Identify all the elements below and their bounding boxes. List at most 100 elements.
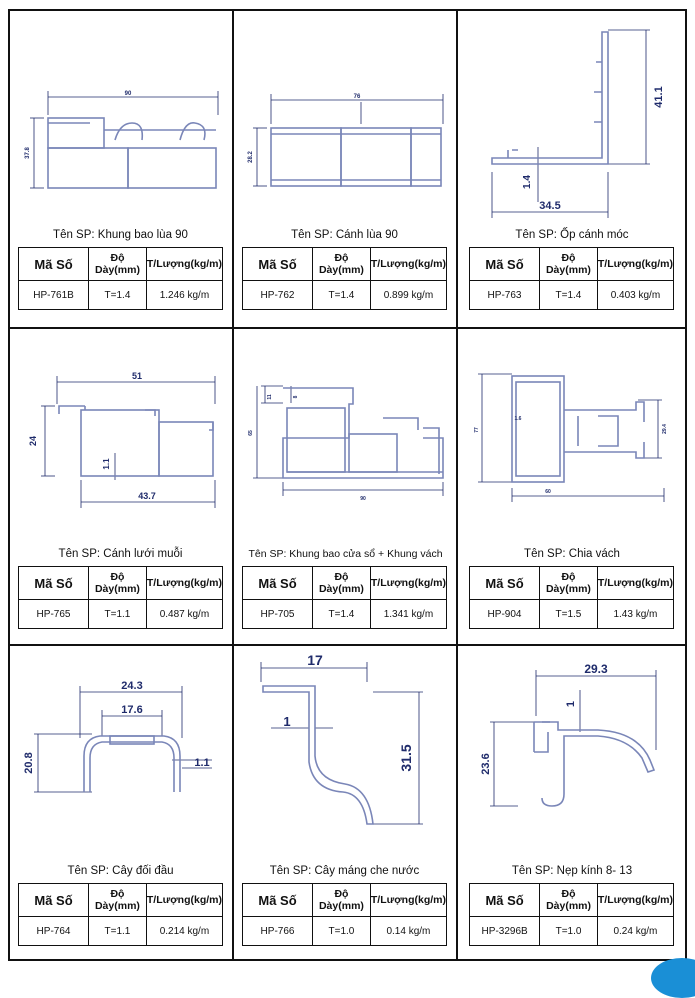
profile-drawing-hp-764: 24.3 17.6 20.8 1.1 [23,680,212,793]
header-weight: T/Lượng(kg/m) [596,883,675,917]
header-code: Mã Số [17,566,90,600]
product-code: HP-765 [17,599,90,629]
profile-drawing-hp-3296b: 29.3 1 23.6 [480,662,657,807]
header-weight: T/Lượng(kg/m) [145,883,224,917]
product-name: Tên SP: Chia vách [524,548,620,560]
header-thickness: Độ Dày(mm) [88,566,147,600]
dim-label: 65 [248,430,254,436]
product-weight: 0.14 kg/m [369,916,448,946]
product-thickness: T=1.4 [539,280,598,310]
product-thickness: T=1.4 [312,599,371,629]
grid-divider [232,9,234,961]
dim-label: 1.6 [515,416,522,422]
profile-drawing-hp-762: 76 28.2 [248,94,444,187]
dim-label: 41.1 [653,86,665,107]
dim-label: 1.1 [102,458,111,470]
header-thickness: Độ Dày(mm) [312,883,371,917]
header-weight: T/Lượng(kg/m) [596,247,675,281]
product-weight: 1.43 kg/m [596,599,675,629]
dim-label: 90 [360,496,366,502]
spec-table-hp-765: Mã Số Độ Dày(mm) T/Lượng(kg/m) HP-765 T=… [17,566,224,629]
dim-label: 1 [565,701,577,707]
profile-drawing-hp-765: 51 24 1.1 43.7 [28,371,216,508]
header-thickness: Độ Dày(mm) [312,566,371,600]
dim-label: 28.2 [248,151,254,163]
header-weight: T/Lượng(kg/m) [145,247,224,281]
spec-table-hp-764: Mã Số Độ Dày(mm) T/Lượng(kg/m) HP-764 T=… [17,883,224,946]
spec-table-hp-766: Mã Số Độ Dày(mm) T/Lượng(kg/m) HP-766 T=… [241,883,448,946]
product-weight: 0.214 kg/m [145,916,224,946]
product-code: HP-3296B [468,916,541,946]
header-weight: T/Lượng(kg/m) [369,883,448,917]
product-name: Tên SP: Cánh lưới muỗi [58,548,183,560]
dim-label: 76 [354,94,361,100]
dim-label: 90 [125,91,132,97]
product-thickness: T=1.0 [312,916,371,946]
grid-divider [456,9,458,961]
header-code: Mã Số [17,883,90,917]
catalog-grid [8,9,687,961]
product-weight: 0.24 kg/m [596,916,675,946]
dim-label: 43.7 [138,491,156,501]
header-weight: T/Lượng(kg/m) [369,566,448,600]
dim-label: 17 [307,652,323,668]
product-name: Tên SP: Ốp cánh móc [515,229,629,241]
dim-label: 24.3 [121,680,142,692]
profile-drawing-hp-904: 77 1.6 29.4 60 [474,373,668,502]
header-code: Mã Số [241,883,314,917]
header-thickness: Độ Dày(mm) [539,247,598,281]
dim-label: 24 [28,436,38,446]
product-name: Tên SP: Cây đối đầu [67,865,174,877]
header-thickness: Độ Dày(mm) [539,566,598,600]
spec-table-hp-904: Mã Số Độ Dày(mm) T/Lượng(kg/m) HP-904 T=… [468,566,675,629]
product-thickness: T=1.4 [88,280,147,310]
product-code: HP-761B [17,280,90,310]
header-weight: T/Lượng(kg/m) [369,247,448,281]
dim-label: 34.5 [539,200,560,212]
product-thickness: T=1.4 [312,280,371,310]
dim-label: 11 [267,394,273,400]
dim-label: 1 [283,714,290,729]
dim-label: 51 [132,371,142,381]
product-name: Tên SP: Cây máng che nước [269,865,420,877]
dim-label: 20.8 [23,752,35,773]
header-code: Mã Số [468,883,541,917]
profile-drawing-hp-766: 17 1 31.5 [260,652,423,825]
profile-drawing-hp-763: 41.1 1.4 34.5 [491,29,665,218]
header-thickness: Độ Dày(mm) [88,883,147,917]
dim-label: 8 [293,395,299,398]
product-code: HP-762 [241,280,314,310]
dim-label: 77 [474,427,480,433]
profile-drawing-hp-705: 11 8 65 90 [248,385,444,502]
grid-divider [8,644,687,646]
header-code: Mã Số [241,247,314,281]
dim-label: 37.8 [25,147,31,159]
product-thickness: T=1.0 [539,916,598,946]
dim-label: 31.5 [398,744,414,771]
product-weight: 1.341 kg/m [369,599,448,629]
dim-label: 17.6 [121,704,142,716]
product-thickness: T=1.1 [88,599,147,629]
product-code: HP-904 [468,599,541,629]
header-weight: T/Lượng(kg/m) [596,566,675,600]
dim-label: 29.3 [584,662,608,676]
spec-table-hp-3296b: Mã Số Độ Dày(mm) T/Lượng(kg/m) HP-3296B … [468,883,675,946]
profile-drawing-hp-761b: 90 37.8 [25,91,219,189]
header-weight: T/Lượng(kg/m) [145,566,224,600]
product-name: Tên SP: Khung bao cửa sổ + Khung vách [248,548,443,560]
header-thickness: Độ Dày(mm) [539,883,598,917]
product-weight: 0.403 kg/m [596,280,675,310]
product-name: Tên SP: Khung bao lùa 90 [53,229,188,241]
product-weight: 0.899 kg/m [369,280,448,310]
product-thickness: T=1.1 [88,916,147,946]
dim-label: 60 [545,489,551,495]
spec-table-hp-761b: Mã Số Độ Dày(mm) T/Lượng(kg/m) HP-761B T… [17,247,224,310]
product-name: Tên SP: Nẹp kính 8- 13 [511,865,633,877]
header-code: Mã Số [17,247,90,281]
dim-label: 29.4 [662,424,668,434]
product-code: HP-763 [468,280,541,310]
product-code: HP-764 [17,916,90,946]
decorative-corner [651,958,695,998]
grid-divider [8,327,687,329]
product-name: Tên SP: Cánh lùa 90 [291,229,398,241]
